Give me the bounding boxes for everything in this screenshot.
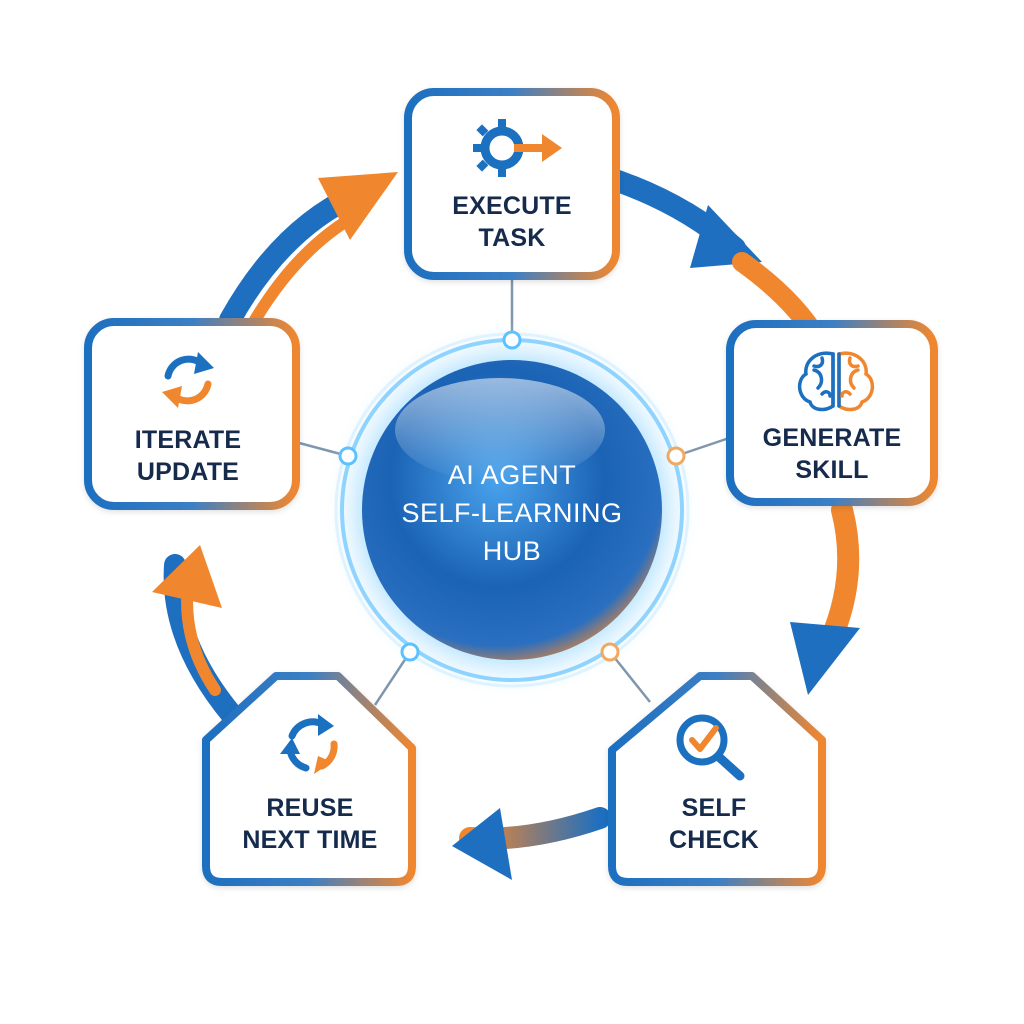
hub-dot-bottom-left xyxy=(400,642,420,662)
node-iterate-update-line-2: UPDATE xyxy=(137,458,239,486)
node-execute-task: EXECUTE TASK xyxy=(404,88,620,280)
gear-arrow-icon xyxy=(473,119,562,177)
node-self-check-box xyxy=(608,672,826,886)
hub-dot-right xyxy=(666,446,686,466)
node-execute-task-line-2: TASK xyxy=(479,224,546,252)
cycle-arrows xyxy=(152,164,860,880)
hub-dot-bottom-right xyxy=(600,642,620,662)
hub-label-line-1: AI AGENT xyxy=(448,460,577,490)
node-reuse-next-time-line-2: NEXT TIME xyxy=(242,826,377,854)
node-reuse-next-time-line-1: REUSE xyxy=(266,794,353,822)
hub-dot-left xyxy=(338,446,358,466)
node-iterate-update-line-1: ITERATE xyxy=(135,426,242,454)
node-reuse-next-time: REUSE NEXT TIME xyxy=(202,672,416,886)
arrow-generate-to-selfcheck-head xyxy=(790,622,860,695)
refresh-arrows-icon xyxy=(162,352,214,408)
node-self-check-line-2: CHECK xyxy=(669,826,759,854)
hub-label-line-3: HUB xyxy=(483,536,542,566)
arrow-reuse-to-iterate-head xyxy=(152,545,222,608)
hub-shine xyxy=(395,378,605,482)
arrow-selfcheck-to-reuse-head xyxy=(452,808,512,880)
arrow-iterate-to-execute xyxy=(219,184,366,331)
node-iterate-update: ITERATE UPDATE xyxy=(84,318,300,510)
node-iterate-update-box xyxy=(84,318,300,510)
hub-dot-top xyxy=(502,330,522,350)
arrow-iterate-to-execute-head xyxy=(318,172,398,240)
node-generate-skill-line-1: GENERATE xyxy=(763,424,902,452)
node-generate-skill-line-2: SKILL xyxy=(795,456,868,484)
node-generate-skill-box xyxy=(726,320,938,506)
hub-label-line-2: SELF-LEARNING xyxy=(401,498,622,528)
node-self-check-line-1: SELF xyxy=(682,794,747,822)
node-execute-task-box xyxy=(404,88,620,280)
magnifier-check-icon xyxy=(676,714,745,781)
node-execute-task-line-1: EXECUTE xyxy=(452,192,571,220)
brain-icon xyxy=(797,351,875,412)
recycle-arrows-icon xyxy=(280,714,338,774)
node-self-check: SELF CHECK xyxy=(608,672,826,886)
hub: AI AGENT SELF-LEARNING HUB xyxy=(322,320,702,700)
node-reuse-next-time-box xyxy=(202,672,416,886)
node-generate-skill: GENERATE SKILL xyxy=(726,320,938,506)
